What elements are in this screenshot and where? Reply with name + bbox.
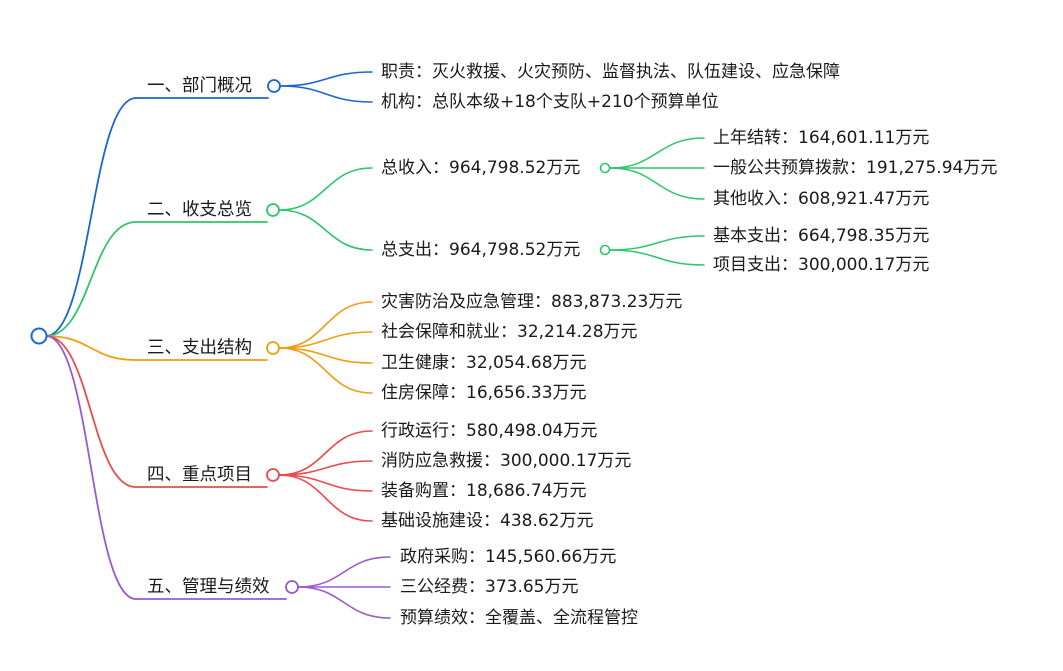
- sub-label-2-1: 总收入：964,798.52万元: [381, 158, 581, 178]
- branch-label-1: 一、部门概况: [147, 76, 252, 96]
- leaf-edge-2-2-2: [609, 249, 705, 266]
- leaf-label-2-1-3: 其他收入：608,921.47万元: [713, 189, 930, 209]
- mindmap-nodes: [30, 79, 611, 594]
- sub-label-4-1: 行政运行：580,498.04万元: [381, 421, 598, 441]
- branch-edge-3: [45, 335, 137, 361]
- branch-label-3: 三、支出结构: [147, 338, 252, 358]
- sub-node-toggle-2-1[interactable]: [599, 162, 611, 174]
- sub-edge-4-4: [278, 474, 373, 522]
- leaf-label-2-2-1: 基本支出：664,798.35万元: [713, 226, 930, 246]
- sub-label-5-3: 预算绩效：全覆盖、全流程管控: [400, 608, 638, 628]
- sub-label-1-2: 机构：总队本级+18个支队+210个预算单位: [381, 92, 719, 112]
- branch-edge-1: [45, 97, 137, 337]
- sub-label-5-2: 三公经费：373.65万元: [400, 577, 579, 597]
- branch-edge-2: [45, 221, 137, 337]
- sub-edge-2-2: [278, 209, 373, 251]
- leaf-edge-2-1-3: [609, 167, 705, 200]
- sub-edge-2-1: [278, 167, 373, 211]
- branch-node-toggle-1[interactable]: [267, 79, 281, 93]
- sub-label-3-1: 灾害防治及应急管理：883,873.23万元: [381, 292, 683, 312]
- sub-label-3-4: 住房保障：16,656.33万元: [381, 383, 587, 403]
- leaf-label-2-2-2: 项目支出：300,000.17万元: [713, 255, 930, 275]
- sub-edge-3-1: [278, 301, 373, 349]
- sub-edge-3-2: [278, 331, 373, 349]
- sub-node-toggle-2-2[interactable]: [599, 244, 611, 256]
- leaf-edge-2-2-1: [609, 235, 705, 251]
- branch-edge-5: [45, 335, 137, 600]
- sub-label-3-3: 卫生健康：32,054.68万元: [381, 353, 587, 373]
- sub-label-4-2: 消防应急救援：300,000.17万元: [381, 451, 632, 471]
- sub-label-5-1: 政府采购：145,560.66万元: [400, 547, 617, 567]
- sub-edge-3-3: [278, 347, 373, 364]
- sub-edge-3-4: [278, 347, 373, 394]
- sub-edge-1-2: [279, 85, 373, 103]
- sub-label-2-2: 总支出：964,798.52万元: [381, 240, 581, 260]
- sub-edge-5-1: [297, 556, 391, 588]
- branch-node-toggle-3[interactable]: [266, 341, 280, 355]
- leaf-label-2-1-2: 一般公共预算拨款：191,275.94万元: [713, 158, 998, 178]
- branch-node-toggle-4[interactable]: [266, 468, 280, 482]
- sub-label-4-3: 装备购置：18,686.74万元: [381, 481, 587, 501]
- leaf-edge-2-1-1: [609, 137, 705, 169]
- branch-label-5: 五、管理与绩效: [147, 577, 270, 597]
- mindmap-edges: [45, 71, 705, 619]
- branch-node-toggle-5[interactable]: [285, 580, 299, 594]
- sub-label-1-1: 职责：灭火救援、火灾预防、监督执法、队伍建设、应急保障: [381, 62, 840, 82]
- leaf-label-2-1-1: 上年结转：164,601.11万元: [713, 128, 930, 148]
- sub-edge-4-1: [278, 430, 373, 476]
- sub-edge-4-2: [278, 460, 373, 476]
- sub-label-4-4: 基础设施建设：438.62万元: [381, 511, 594, 531]
- branch-node-toggle-2[interactable]: [266, 203, 280, 217]
- branch-label-2: 二、收支总览: [147, 200, 252, 220]
- sub-edge-4-3: [278, 474, 373, 492]
- branch-edge-4: [45, 335, 137, 488]
- root-node[interactable]: [30, 327, 48, 345]
- branch-label-4: 四、重点项目: [147, 465, 252, 485]
- sub-label-3-2: 社会保障和就业：32,214.28万元: [381, 322, 638, 342]
- sub-edge-1-1: [279, 71, 373, 87]
- sub-edge-5-3: [297, 586, 391, 619]
